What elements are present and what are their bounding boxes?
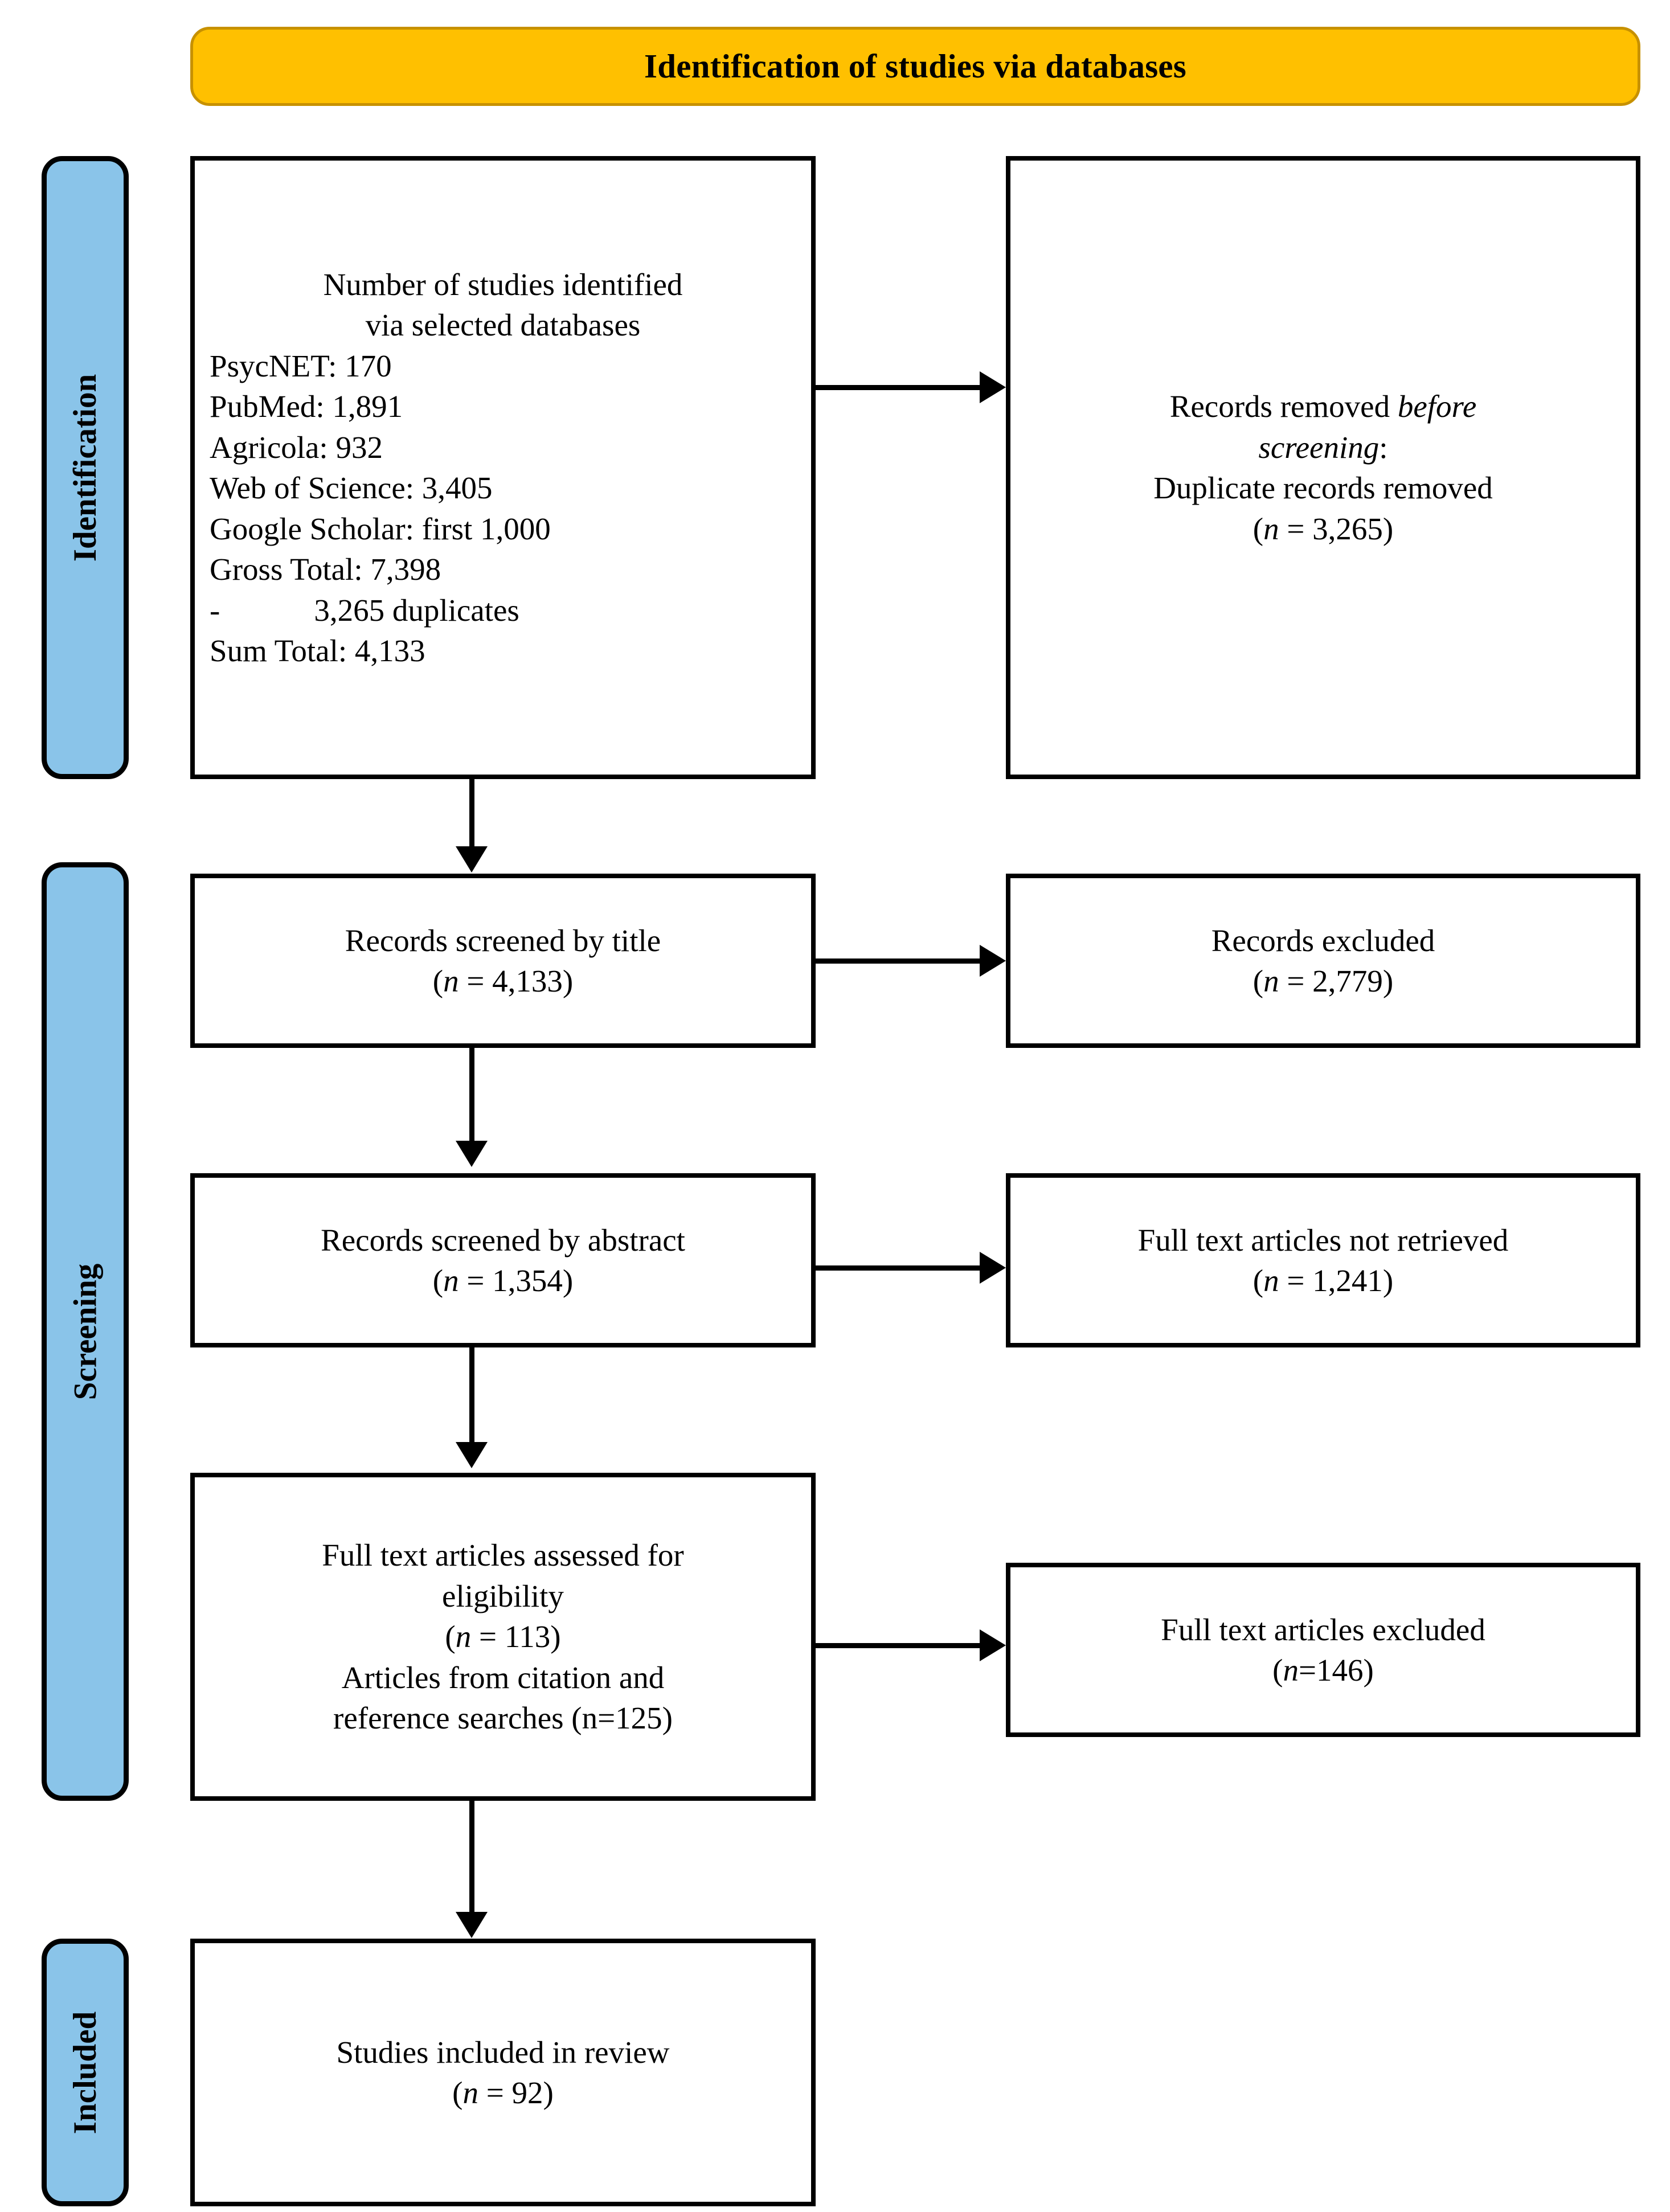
connector-assessed-to-included xyxy=(469,1801,474,1913)
line-screened-abstract-1: Records screened by abstract xyxy=(321,1222,685,1257)
node-screened-abstract-text: Records screened by abstract (n = 1,354) xyxy=(210,1220,796,1301)
line-removed-3: Duplicate records removed xyxy=(1153,470,1493,505)
node-records-screened-by-abstract: Records screened by abstract (n = 1,354) xyxy=(190,1173,816,1347)
excluded-count-value: = 2,779 xyxy=(1279,964,1383,998)
node-records-removed-text: Records removed before screening: Duplic… xyxy=(1025,386,1621,549)
line-excluded-count: (n = 2,779) xyxy=(1252,964,1394,998)
arrowhead-title-to-abstract xyxy=(456,1141,488,1167)
excluded-n-symbol: n xyxy=(1263,964,1279,998)
node-records-identified: Number of studies identified via selecte… xyxy=(190,156,816,779)
line-fulltext-excluded-count: (n=146) xyxy=(1272,1653,1374,1687)
node-included-text: Studies included in review (n = 92) xyxy=(210,2032,796,2113)
stage-label-screening: Screening xyxy=(67,1263,104,1400)
removed-count-value: = 3,265) xyxy=(1279,511,1394,546)
not-retrieved-n-symbol: n xyxy=(1263,1263,1279,1298)
arrowhead-identified-to-removed xyxy=(980,371,1006,403)
node-not-retrieved-text: Full text articles not retrieved (n = 1,… xyxy=(1025,1220,1621,1301)
line-identified-2: via selected databases xyxy=(365,308,641,342)
line-google-scholar: Google Scholar: first 1,000 xyxy=(210,511,551,546)
diagram-header-banner: Identification of studies via databases xyxy=(190,27,1640,106)
removed-paren-open: ( xyxy=(1252,511,1264,546)
stage-label-identification: Identification xyxy=(67,374,103,562)
line-screened-title-1: Records screened by title xyxy=(345,923,661,958)
removed-italic-screening: screening xyxy=(1258,429,1380,465)
connector-assessed-to-fulltext-excluded xyxy=(816,1643,981,1648)
line-agricola: Agricola: 932 xyxy=(210,429,383,465)
line-psycnet: PsycNET: 170 xyxy=(210,348,392,383)
node-full-text-excluded-text: Full text articles excluded (n=146) xyxy=(1025,1609,1621,1691)
line-pubmed: PubMed: 1,891 xyxy=(210,389,403,424)
arrowhead-assessed-to-fulltext-excluded xyxy=(980,1629,1006,1661)
node-screened-title-text: Records screened by title (n = 4,133) xyxy=(210,920,796,1002)
line-included-count: (n = 92) xyxy=(452,2075,554,2110)
line-duplicates: - 3,265 duplicates xyxy=(210,592,519,628)
line-web-of-science: Web of Science: 3,405 xyxy=(210,470,493,505)
banner-title: Identification of studies via databases xyxy=(644,47,1186,85)
connector-abstract-to-assessed xyxy=(469,1347,474,1443)
arrowhead-assessed-to-included xyxy=(456,1912,488,1938)
stage-pill-screening: Screening xyxy=(42,862,129,1801)
removed-n-symbol: n xyxy=(1263,511,1279,546)
not-retrieved-count-value: = 1,241 xyxy=(1279,1263,1383,1298)
screened-abstract-n-symbol: n xyxy=(443,1263,459,1298)
line-assessed-5: reference searches (n=125) xyxy=(333,1701,673,1736)
screened-abstract-count-value: = 1,354 xyxy=(459,1263,563,1298)
connector-identified-to-removed xyxy=(816,385,981,390)
connector-screened-title-to-excluded xyxy=(816,958,981,964)
line-assessed-2: eligibility xyxy=(442,1578,564,1613)
line-screened-title-count: (n = 4,133) xyxy=(432,964,574,998)
included-count-value: = 92 xyxy=(478,2075,543,2110)
line-removed-1: Records removed before xyxy=(1025,386,1621,427)
line-removed-2: screening: xyxy=(1025,427,1621,468)
line-gross-total: Gross Total: 7,398 xyxy=(210,552,441,587)
assessed-count-value: = 113 xyxy=(471,1619,551,1654)
line-not-retrieved-1: Full text articles not retrieved xyxy=(1137,1222,1509,1257)
included-n-symbol: n xyxy=(462,2075,478,2110)
line-identified-1: Number of studies identified xyxy=(323,267,683,302)
assessed-n-symbol: n xyxy=(455,1619,472,1654)
node-records-removed-before-screening: Records removed before screening: Duplic… xyxy=(1006,156,1640,779)
line-assessed-count: (n = 113) xyxy=(445,1619,561,1654)
stage-label-included: Included xyxy=(67,2011,104,2134)
removed-colon: : xyxy=(1379,429,1388,465)
node-records-screened-by-title: Records screened by title (n = 4,133) xyxy=(190,874,816,1048)
fulltext-excluded-count-value: =146 xyxy=(1298,1653,1364,1687)
connector-abstract-to-not-retrieved xyxy=(816,1265,981,1271)
node-records-identified-text: Number of studies identified via selecte… xyxy=(210,264,796,671)
line-excluded-1: Records excluded xyxy=(1211,923,1435,958)
removed-prefix: Records removed xyxy=(1169,389,1398,424)
line-not-retrieved-count: (n = 1,241) xyxy=(1252,1263,1394,1298)
arrowhead-abstract-to-assessed xyxy=(456,1442,488,1468)
node-full-text-not-retrieved: Full text articles not retrieved (n = 1,… xyxy=(1006,1173,1640,1347)
line-fulltext-excluded-1: Full text articles excluded xyxy=(1161,1612,1485,1647)
arrowhead-identified-to-screened-title xyxy=(456,846,488,872)
stage-pill-included: Included xyxy=(42,1939,129,2206)
line-sum-total: Sum Total: 4,133 xyxy=(210,633,425,668)
line-assessed-4: Articles from citation and xyxy=(341,1660,665,1695)
removed-italic-before: before xyxy=(1397,389,1477,424)
node-full-text-assessed: Full text articles assessed for eligibil… xyxy=(190,1473,816,1801)
node-full-text-excluded: Full text articles excluded (n=146) xyxy=(1006,1563,1640,1737)
arrowhead-screened-title-to-excluded xyxy=(980,945,1006,977)
line-removed-count: (n = 3,265) xyxy=(1025,509,1621,550)
screened-title-count-value: = 4,133 xyxy=(459,964,563,998)
fulltext-excluded-n-symbol: n xyxy=(1283,1653,1299,1687)
arrowhead-abstract-to-not-retrieved xyxy=(980,1252,1006,1284)
stage-pill-identification: Identification xyxy=(42,156,129,779)
line-included-1: Studies included in review xyxy=(336,2034,670,2070)
line-assessed-1: Full text articles assessed for xyxy=(322,1538,684,1573)
node-records-excluded: Records excluded (n = 2,779) xyxy=(1006,874,1640,1048)
connector-identified-to-screened-title xyxy=(469,779,474,847)
connector-title-to-abstract xyxy=(469,1048,474,1142)
node-assessed-text: Full text articles assessed for eligibil… xyxy=(210,1535,796,1739)
node-studies-included: Studies included in review (n = 92) xyxy=(190,1939,816,2206)
node-records-excluded-text: Records excluded (n = 2,779) xyxy=(1025,920,1621,1002)
screened-title-n-symbol: n xyxy=(443,964,459,998)
line-screened-abstract-count: (n = 1,354) xyxy=(432,1263,574,1298)
